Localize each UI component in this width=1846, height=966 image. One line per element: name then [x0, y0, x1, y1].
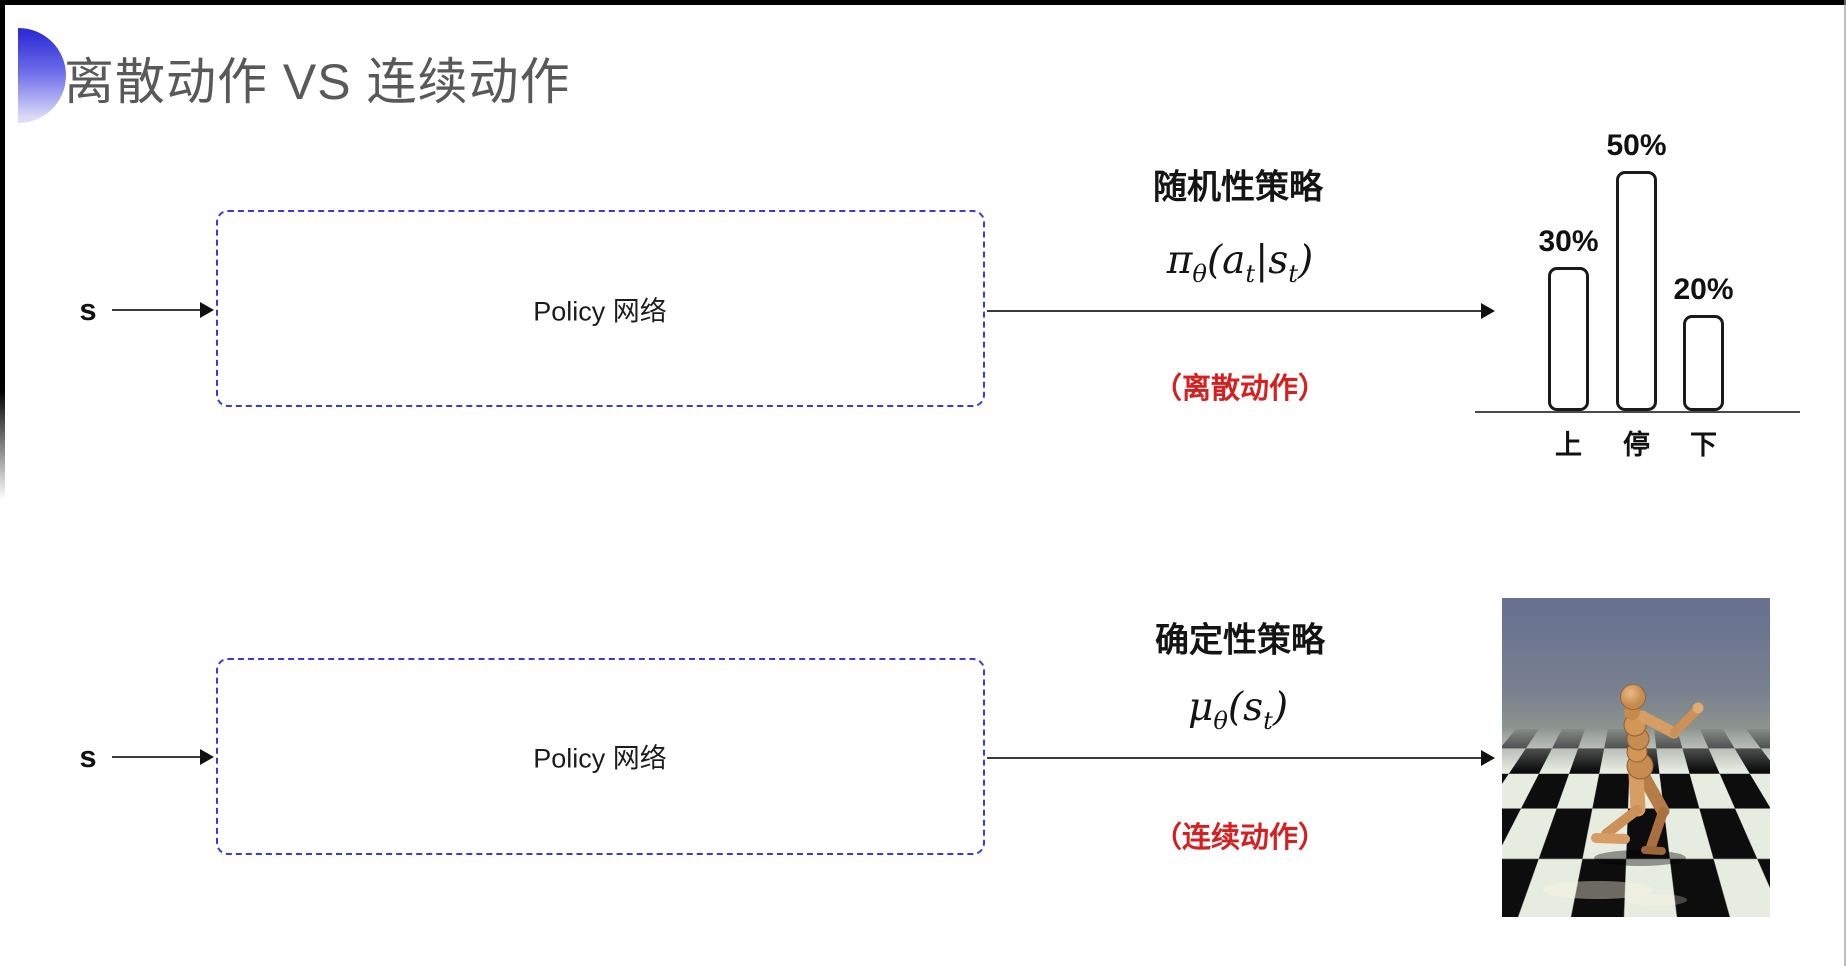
discrete-action-note: （离散动作） [1152, 373, 1328, 405]
page-title: 离散动作 VS 连续动作 [64, 54, 571, 110]
stochastic-policy-title: 随机性策略 [1153, 168, 1323, 207]
deterministic-policy-title: 确定性策略 [1155, 621, 1325, 660]
bar-value-label: 20% [1673, 273, 1734, 306]
bar-value-label: 50% [1606, 129, 1667, 162]
state-input-label-top: s [79, 292, 97, 327]
probability-bar [1548, 267, 1589, 411]
title-accent-icon [18, 28, 66, 123]
output-arrow-head-top [1481, 303, 1495, 319]
output-arrow-line-bottom [987, 757, 1481, 759]
probability-bar [1616, 171, 1657, 411]
probability-bar [1683, 315, 1724, 411]
half-circle-shape [18, 28, 66, 123]
input-arrow-head-bottom [200, 749, 214, 765]
action-probability-chart: 30% 上 50% 停 20% 下 [1475, 100, 1805, 480]
policy-network-box-top [216, 210, 985, 407]
frame-right-edge [1844, 0, 1846, 966]
policy-network-box-bottom [216, 658, 985, 855]
policy-network-label-top: Policy 网络 [533, 296, 667, 327]
frame-top-edge [0, 0, 1846, 5]
output-arrow-line-top [987, 310, 1481, 312]
bar-category-label: 下 [1690, 430, 1717, 460]
frame-left-edge [0, 0, 5, 500]
input-arrow-head-top [200, 302, 214, 318]
bar-category-label: 上 [1555, 430, 1582, 460]
state-input-label-bottom: s [79, 739, 97, 774]
stochastic-policy-formula: πθ(at|st) [1166, 238, 1314, 288]
policy-network-label-bottom: Policy 网络 [533, 743, 667, 774]
output-arrow-head-bottom [1481, 750, 1495, 766]
input-arrow-line-bottom [112, 756, 202, 758]
chart-baseline [1475, 411, 1800, 413]
bar-category-label: 停 [1623, 430, 1650, 460]
bar-value-label: 30% [1538, 225, 1599, 258]
humanoid-simulation-image [1502, 598, 1770, 917]
input-arrow-line-top [112, 309, 202, 311]
deterministic-policy-formula: μθ(st) [1187, 685, 1289, 735]
humanoid-robot-figure [1543, 684, 1704, 906]
continuous-action-note: （连续动作） [1152, 822, 1328, 854]
